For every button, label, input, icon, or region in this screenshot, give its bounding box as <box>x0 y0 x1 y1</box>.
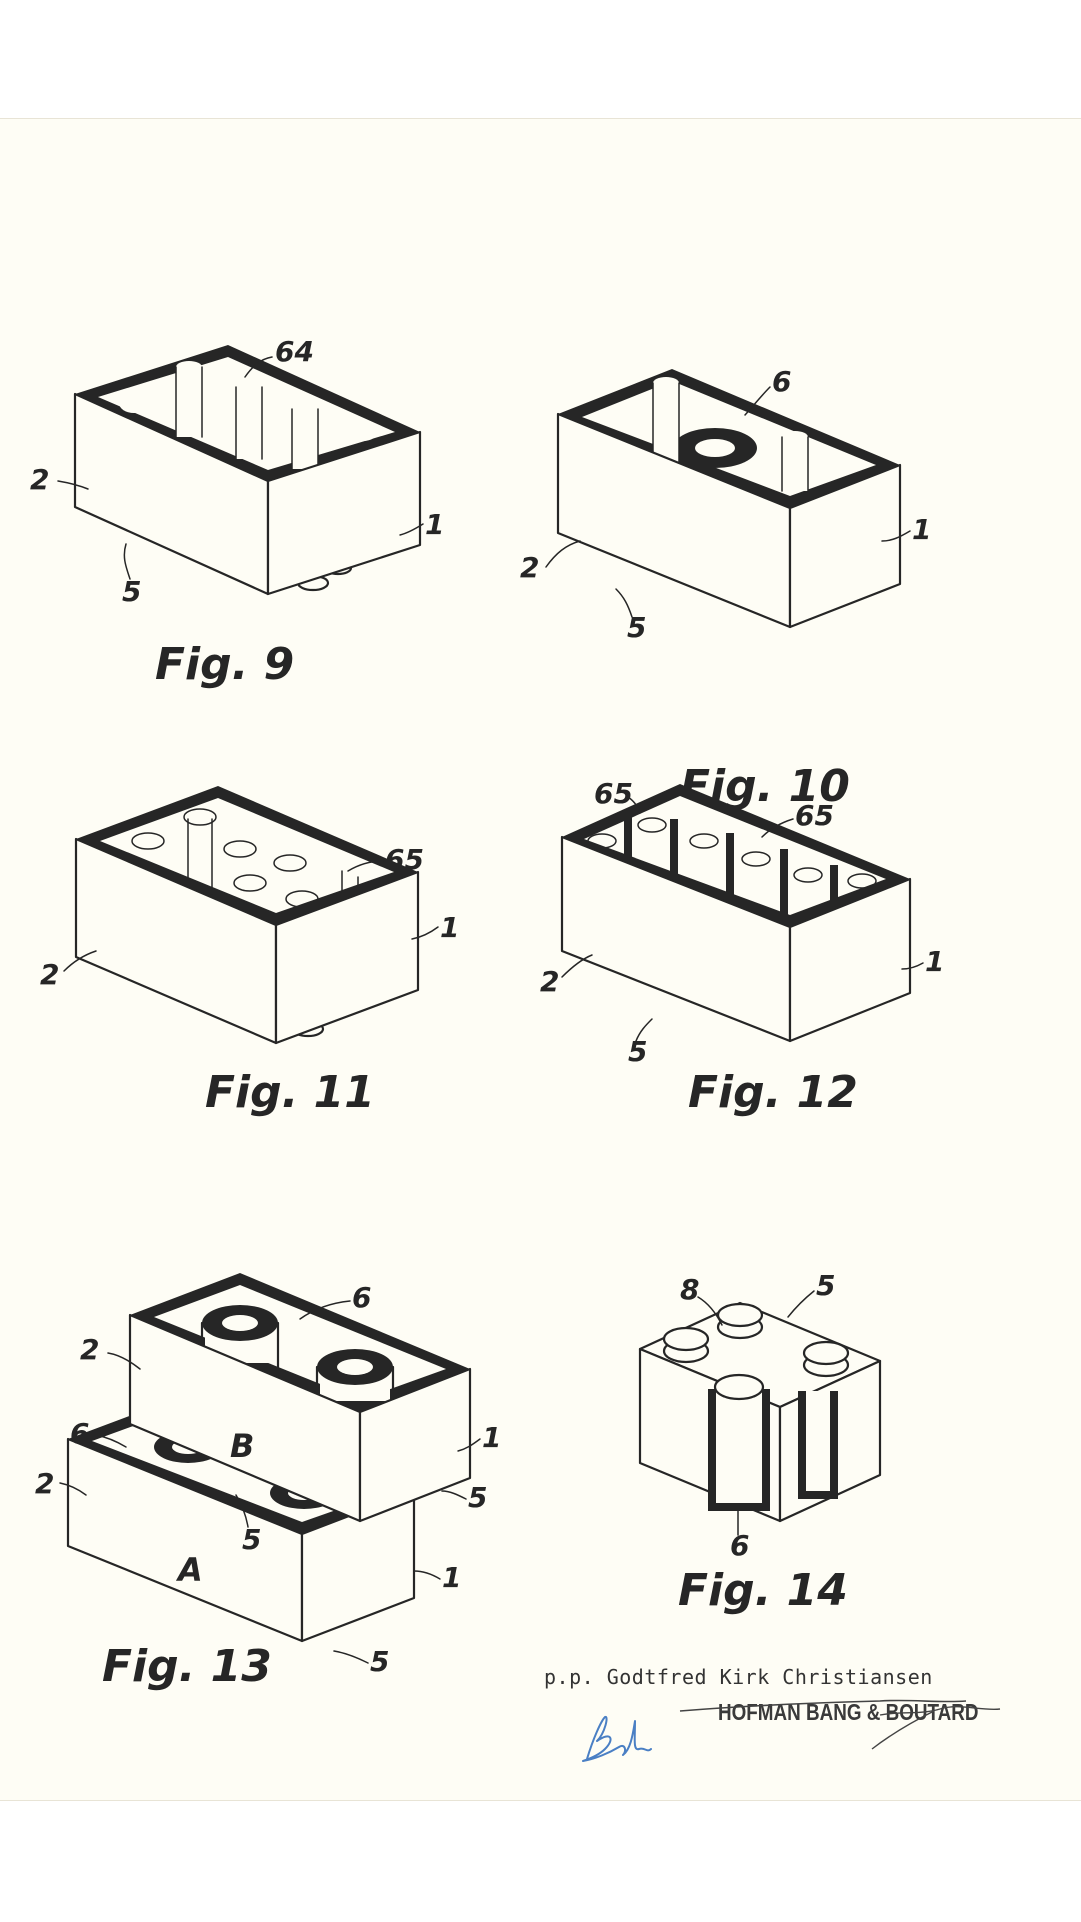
ref-number: 5 <box>242 1523 261 1556</box>
brick-drawing-b <box>128 1273 472 1523</box>
figure-13: 6 2 1 B 6 2 5 A 5 1 5 Fig. 13 <box>35 1273 501 1692</box>
ref-number: 1 <box>440 911 459 944</box>
ref-number: 2 <box>40 958 59 991</box>
ref-number: 1 <box>442 1561 461 1594</box>
ref-number: 2 <box>80 1333 99 1366</box>
ref-number: 65 <box>594 777 633 810</box>
figure-9: 64 2 1 5 Fig. 9 <box>30 335 444 690</box>
ref-number: 5 <box>628 1035 647 1068</box>
figure-12: 65 65 2 1 5 Fig. 12 <box>540 777 944 1118</box>
figure-14: 8 5 6 Fig. 14 <box>638 1269 882 1616</box>
ref-number: 5 <box>370 1645 389 1678</box>
ref-number: 8 <box>680 1273 699 1306</box>
brick-label-a: A <box>175 1551 203 1589</box>
ref-number: 5 <box>816 1269 835 1302</box>
figure-caption: Fig. 9 <box>155 639 294 690</box>
figure-caption: Fig. 13 <box>102 1641 272 1692</box>
ref-number: 64 <box>275 335 314 368</box>
brick-drawing <box>73 345 422 596</box>
ref-number: 2 <box>30 463 49 496</box>
ref-number: 6 <box>772 365 791 398</box>
ref-number: 6 <box>352 1281 371 1314</box>
signature-scribbles <box>679 1699 1001 1750</box>
figure-11: 65 2 1 Fig. 11 <box>40 786 459 1118</box>
ref-number: 1 <box>425 508 444 541</box>
figure-caption: Fig. 11 <box>205 1067 375 1118</box>
ref-number: 2 <box>35 1467 54 1500</box>
ref-number: 2 <box>540 965 559 998</box>
ref-number: 5 <box>627 611 646 644</box>
figure-caption: Fig. 12 <box>688 1067 858 1118</box>
ref-number: 2 <box>520 551 539 584</box>
brick-drawing <box>556 369 902 629</box>
brick-drawing <box>560 784 912 1043</box>
figure-caption: Fig. 14 <box>678 1565 848 1616</box>
attorney-typed-line: p.p. Godtfred Kirk Christiansen <box>544 1665 933 1689</box>
ref-number: 5 <box>122 575 141 608</box>
figure-10: 6 1 2 5 Fig. 10 <box>520 365 931 812</box>
ref-number: 1 <box>912 513 931 546</box>
ref-number: 5 <box>468 1481 487 1514</box>
patent-drawing-sheet: 64 2 1 5 Fig. 9 6 1 <box>0 118 1081 1801</box>
handwritten-signature <box>582 1716 652 1762</box>
ref-number: 1 <box>925 945 944 978</box>
ref-number: 1 <box>482 1421 501 1454</box>
brick-drawing <box>74 786 420 1045</box>
ref-number: 6 <box>70 1417 89 1450</box>
brick-label-b: B <box>230 1427 254 1465</box>
ref-number: 6 <box>730 1529 749 1562</box>
firm-stamp: HOFMAN BANG & BOUTARD <box>718 1699 979 1725</box>
ref-number: 65 <box>795 799 834 832</box>
brick-drawing <box>638 1301 882 1523</box>
ref-number: 65 <box>385 843 424 876</box>
